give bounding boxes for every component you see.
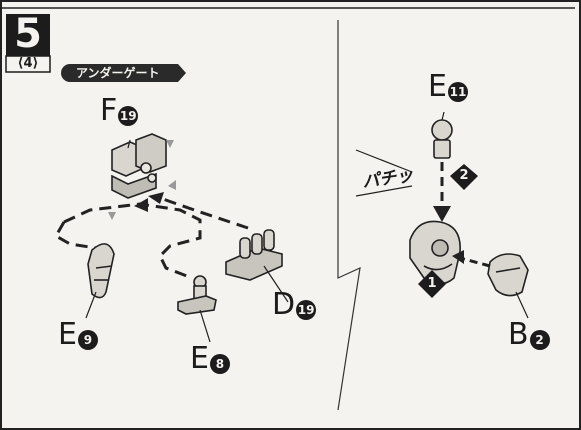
step-number: 5 (14, 11, 42, 57)
dashed-arrow-left (459, 256, 491, 268)
part-b2-drawing (487, 253, 529, 297)
step-sub-number: ⟨4⟩ (17, 56, 39, 71)
part-e9-drawing (87, 243, 115, 299)
section-tag-pill (61, 64, 186, 82)
part-e11-drawing (431, 119, 453, 159)
part-d19-drawing (225, 229, 283, 281)
part-letter: E (428, 69, 447, 104)
part-letter: F (100, 93, 118, 128)
part-letter: D (272, 287, 296, 322)
order-step-1: 1 (427, 276, 437, 291)
part-number-badge: 9 (77, 329, 98, 350)
arrow-head (148, 192, 164, 204)
part-number-badge: 11 (447, 81, 468, 102)
part-e8-drawing (177, 275, 217, 315)
order-step-2: 2 (459, 168, 469, 183)
part-number-badge: 19 (118, 105, 139, 126)
part-number-badge: 2 (529, 329, 550, 350)
step-sub-box (5, 55, 51, 73)
order-marker-1 (418, 270, 446, 298)
part-number-badge: 19 (296, 299, 317, 320)
part-letter: E (58, 317, 77, 352)
part-letter: B (508, 317, 529, 352)
scene-divider (337, 20, 361, 411)
assembly-path-lines (53, 196, 249, 280)
section-tag-label: アンダーゲート (76, 66, 160, 80)
part-f19-drawing (111, 133, 167, 199)
part-letter: E (190, 341, 209, 376)
order-marker-2 (450, 164, 478, 190)
arrow-head (134, 198, 148, 212)
part-number-badge: 8 (209, 353, 230, 374)
